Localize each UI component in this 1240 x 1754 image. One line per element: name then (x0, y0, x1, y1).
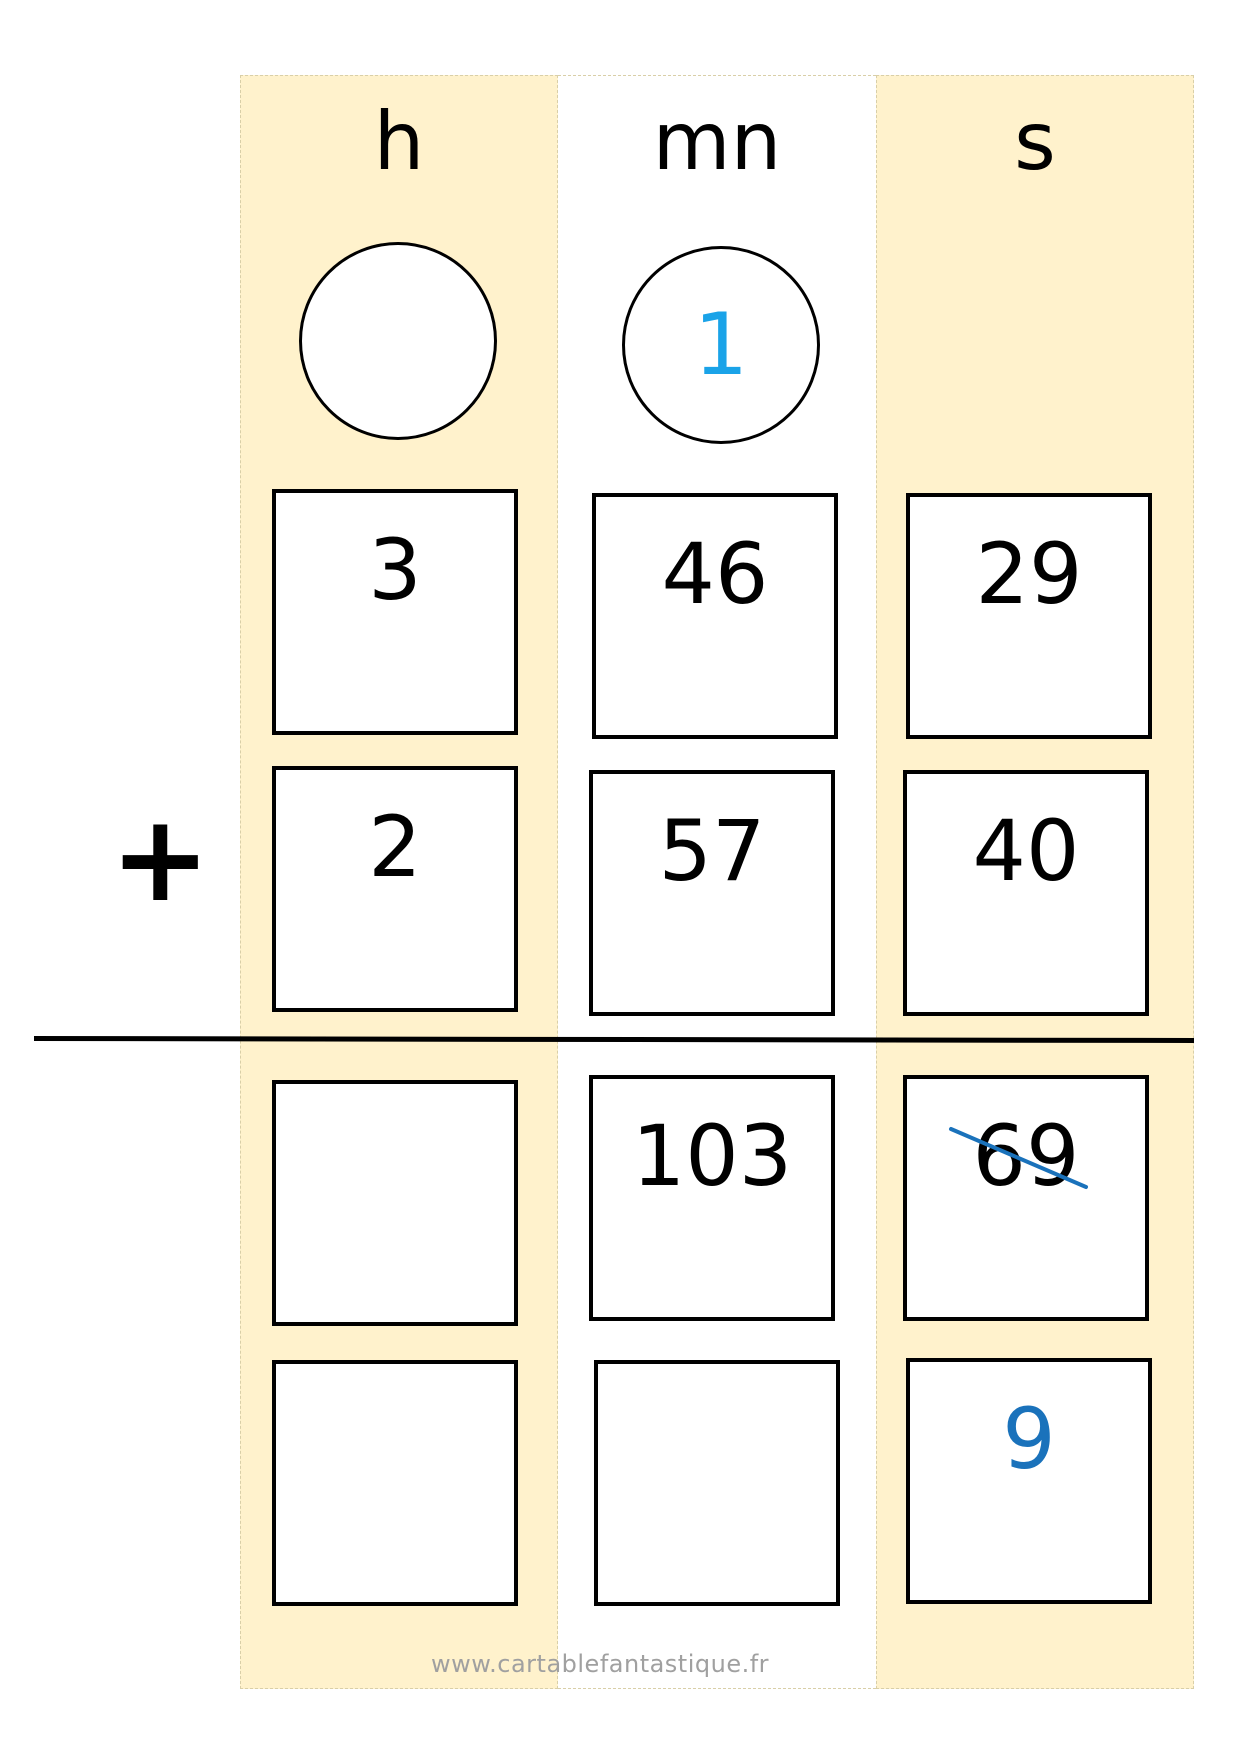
footer-website: www.cartablefantastique.fr (430, 1650, 770, 1678)
converted-minutes-box[interactable] (594, 1360, 840, 1606)
strike-line (948, 1127, 1088, 1189)
minutes-header: mn (652, 95, 782, 188)
second-addend-hours: 2 (368, 798, 422, 896)
raw-sum-hours-box[interactable] (272, 1080, 518, 1326)
second-addend-hours-box[interactable]: 2 (272, 766, 518, 1012)
second-addend-minutes-box[interactable]: 57 (589, 770, 835, 1016)
converted-seconds: 9 (1002, 1390, 1056, 1488)
first-addend-seconds: 29 (975, 525, 1083, 623)
hours-carry-circle[interactable] (299, 242, 497, 440)
first-addend-hours: 3 (368, 521, 422, 619)
seconds-header: s (1014, 95, 1056, 188)
second-addend-seconds: 40 (972, 802, 1080, 900)
strike-through-mark (948, 1127, 1088, 1189)
converted-seconds-box[interactable]: 9 (906, 1358, 1152, 1604)
raw-sum-seconds: 69 (972, 1107, 1080, 1205)
raw-sum-minutes-box[interactable]: 103 (589, 1075, 835, 1321)
raw-sum-minutes: 103 (631, 1107, 793, 1205)
second-addend-seconds-box[interactable]: 40 (903, 770, 1149, 1016)
first-addend-minutes-box[interactable]: 46 (592, 493, 838, 739)
converted-hours-box[interactable] (272, 1360, 518, 1606)
plus-sign: + (110, 790, 211, 929)
minutes-carry-circle[interactable]: 1 (622, 246, 820, 444)
sum-divider-line (33, 1036, 1195, 1044)
first-addend-minutes: 46 (661, 525, 769, 623)
minutes-carry-value: 1 (693, 295, 749, 395)
first-addend-hours-box[interactable]: 3 (272, 489, 518, 735)
raw-sum-seconds-wrap: 69 (948, 1107, 1088, 1205)
second-addend-minutes: 57 (658, 802, 766, 900)
raw-sum-seconds-box[interactable]: 69 (903, 1075, 1149, 1321)
first-addend-seconds-box[interactable]: 29 (906, 493, 1152, 739)
hours-header: h (373, 95, 425, 188)
